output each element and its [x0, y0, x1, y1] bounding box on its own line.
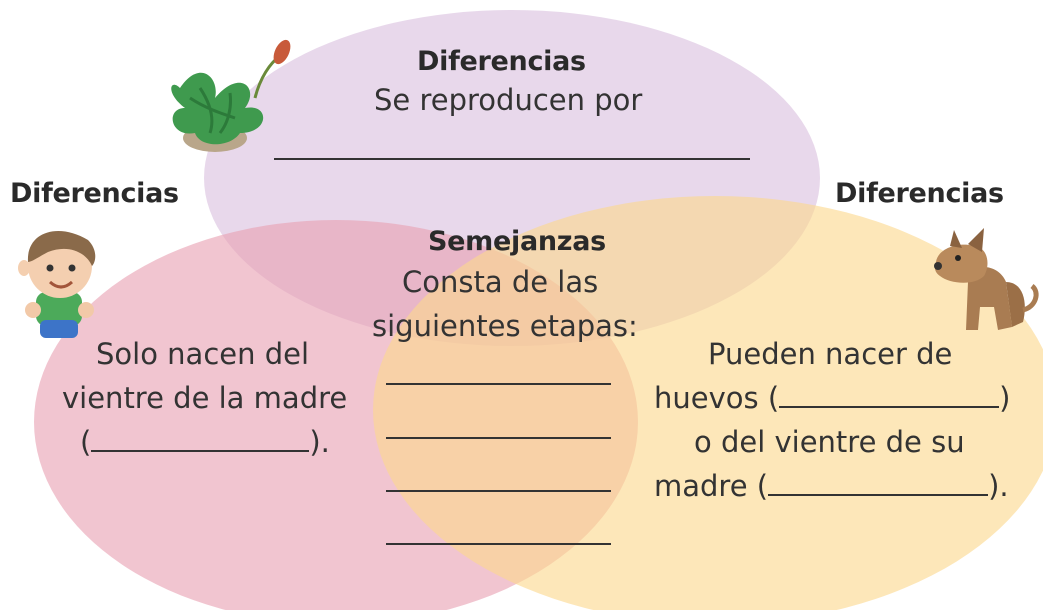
center-answer-line-3[interactable] [386, 490, 611, 492]
right-line-4: madre (). [654, 464, 1009, 508]
right-line-4-prefix: madre ( [654, 469, 769, 503]
center-heading: Semejanzas [428, 226, 606, 257]
top-heading: Diferencias [417, 46, 586, 77]
right-eggs-blank[interactable] [779, 380, 1000, 408]
left-line-2: vientre de la madre [62, 381, 348, 415]
right-line-2-prefix: huevos ( [654, 381, 780, 415]
right-womb-blank[interactable] [768, 468, 989, 496]
left-answer-blank[interactable] [91, 424, 310, 452]
right-line-2: huevos () [654, 376, 1010, 420]
dog-icon [934, 228, 1039, 330]
right-line-4-suffix: ). [988, 469, 1009, 503]
right-line-2-suffix: ) [999, 381, 1011, 415]
top-answer-line[interactable] [274, 158, 750, 160]
center-line-2: siguientes etapas: [372, 309, 638, 343]
right-line-3: o del vientre de su [694, 425, 965, 459]
top-text: Se reproducen por [374, 83, 643, 117]
child-icon [18, 231, 96, 338]
center-answer-line-1[interactable] [386, 383, 611, 385]
left-blank-open: ( [80, 425, 92, 459]
left-heading: Diferencias [10, 178, 179, 209]
left-line-3: (). [80, 420, 330, 464]
center-line-1: Consta de las [402, 265, 599, 299]
center-answer-line-2[interactable] [386, 437, 611, 439]
plant-icon [171, 39, 291, 152]
left-blank-close: ). [309, 425, 330, 459]
right-line-1: Pueden nacer de [708, 337, 953, 371]
center-answer-line-4[interactable] [386, 543, 611, 545]
right-heading: Diferencias [835, 178, 1004, 209]
circle-right [373, 196, 1043, 610]
left-line-1: Solo nacen del [96, 337, 310, 371]
